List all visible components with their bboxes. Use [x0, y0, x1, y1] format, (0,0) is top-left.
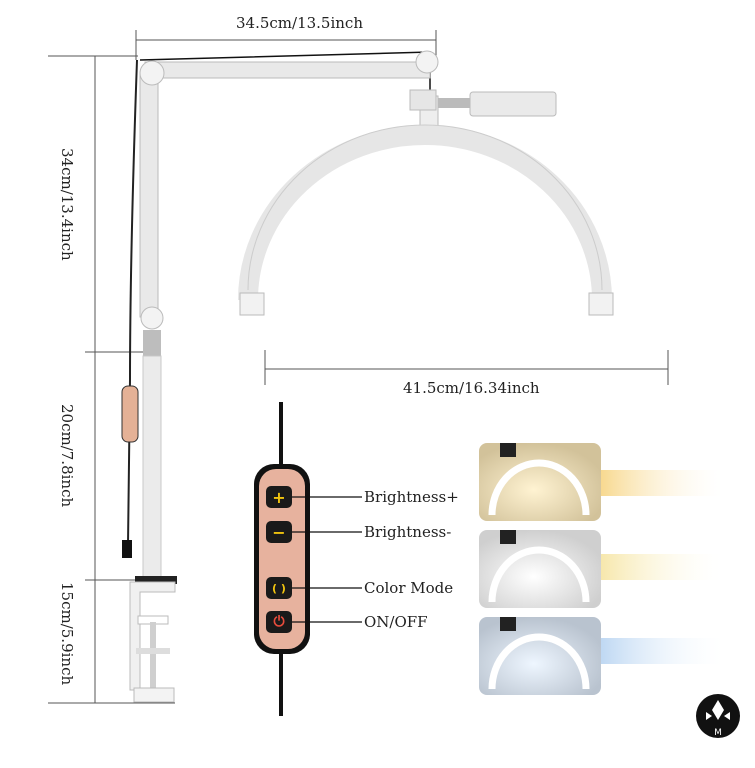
- warm-beam: [598, 470, 723, 496]
- brightness-minus-button[interactable]: −: [266, 521, 292, 543]
- plus-icon: +: [272, 487, 286, 507]
- lamp-arm: [121, 50, 439, 584]
- thumbnail-neutral: [479, 530, 601, 608]
- minus-icon: −: [272, 522, 286, 542]
- clamp: [129, 581, 176, 703]
- cool-beam: [598, 638, 723, 664]
- brightness-plus-button[interactable]: +: [266, 486, 292, 508]
- power-button[interactable]: ⏻: [266, 611, 292, 633]
- color-mode-icon: ( ): [272, 581, 286, 595]
- brightness-minus-label: Brightness-: [364, 523, 452, 541]
- top-width-label: 34.5cm/13.5inch: [236, 14, 363, 32]
- thumbnail-cool: [479, 617, 601, 695]
- pointer-lines: [290, 496, 362, 623]
- upper-arm-label: 34cm/13.4inch: [58, 148, 76, 261]
- color-mode-label: Color Mode: [364, 579, 454, 597]
- brightness-plus-label: Brightness+: [364, 488, 459, 506]
- svg-text:M: M: [714, 728, 722, 738]
- remote-controller: [254, 464, 310, 654]
- half-moon-light: [238, 89, 614, 316]
- clamp-label: 15cm/5.9inch: [58, 582, 76, 686]
- arc-width-label: 41.5cm/16.34inch: [403, 379, 540, 397]
- mid-pole-label: 20cm/7.8inch: [58, 404, 76, 508]
- power-icon: ⏻: [273, 614, 285, 630]
- on-off-label: ON/OFF: [364, 613, 428, 631]
- brand-logo: M: [696, 694, 740, 738]
- neutral-beam: [598, 554, 723, 580]
- color-mode-button[interactable]: ( ): [266, 577, 292, 599]
- thumbnail-warm: [479, 443, 601, 521]
